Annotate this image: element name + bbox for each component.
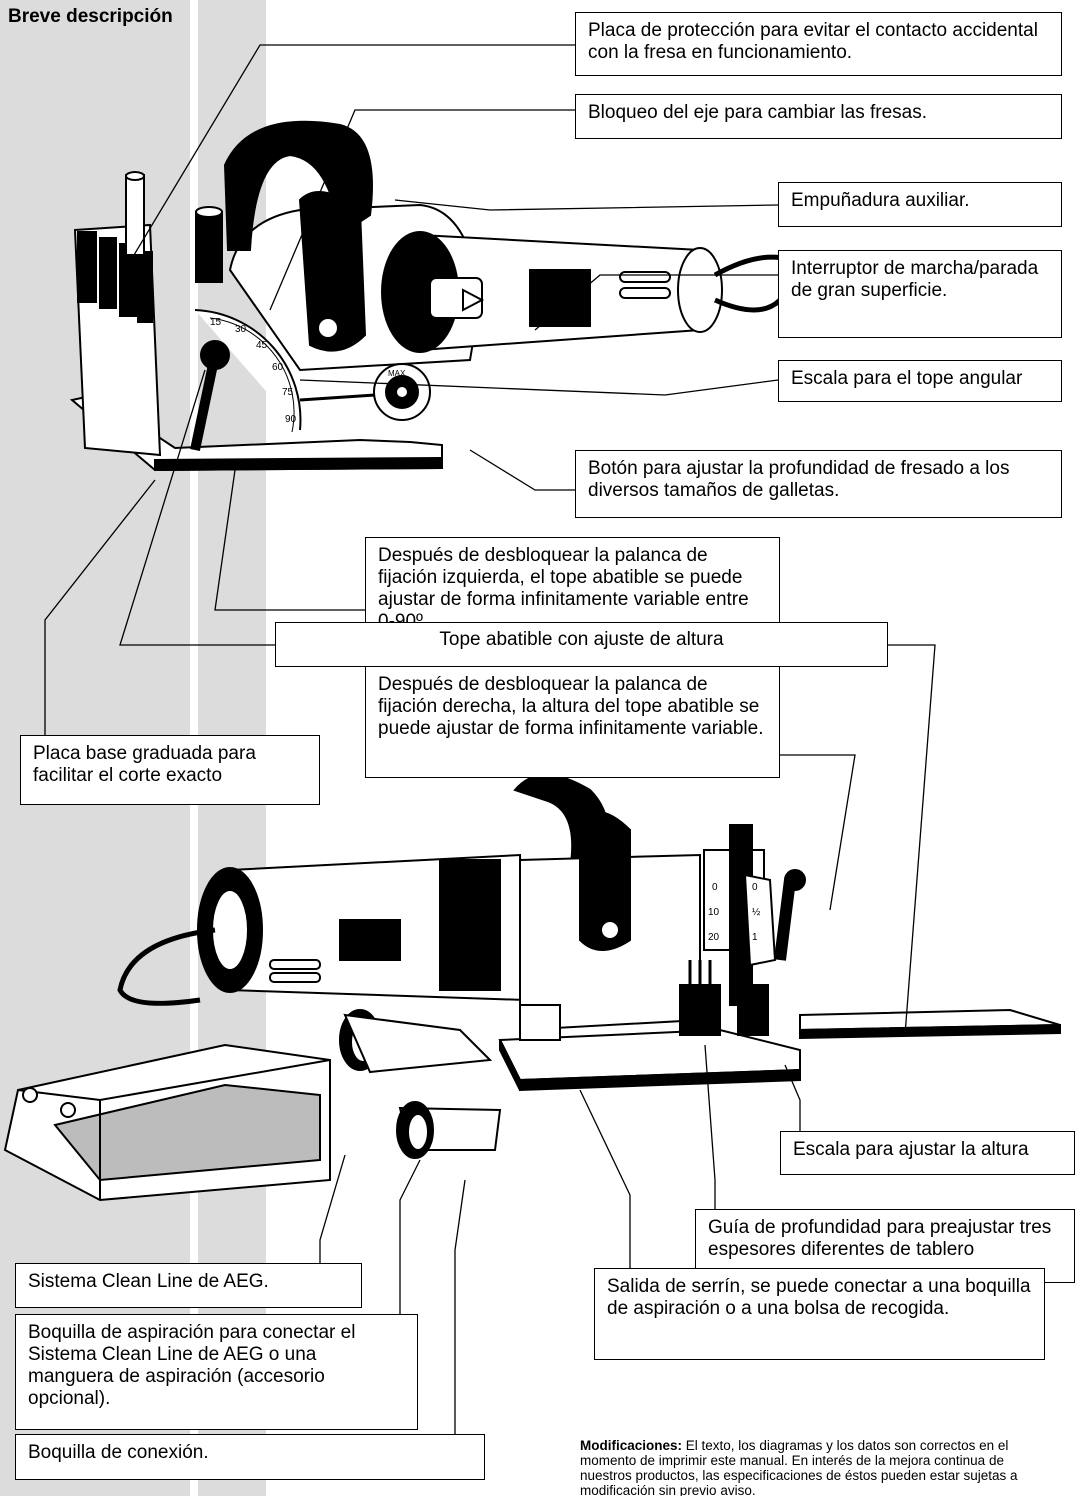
label-boquilla-conexion: Boquilla de conexión. [15, 1434, 485, 1480]
label-empunadura: Empuñadura auxiliar. [778, 182, 1062, 227]
label-bloqueo-eje: Bloqueo del eje para cambiar las fresas. [575, 94, 1062, 139]
angle-mark-75: 75 [282, 387, 294, 398]
label-salida-serrin: Salida de serrín, se puede conectar a un… [594, 1268, 1045, 1360]
angle-mark-90: 90 [285, 414, 297, 425]
label-tope-abatible: Tope abatible con ajuste de altura [275, 622, 888, 667]
height-frac-1: 1 [752, 932, 758, 943]
height-mark-0: 0 [712, 882, 718, 893]
label-placa-proteccion: Placa de protección para evitar el conta… [575, 12, 1062, 76]
label-boquilla-aspiracion: Boquilla de aspiración para conectar el … [15, 1314, 418, 1430]
label-palanca-derecha: Después de desbloquear la palanca de fij… [365, 666, 780, 778]
footnote: Modificaciones: El texto, los diagramas … [580, 1438, 1058, 1496]
page-title: Breve descripción [8, 6, 173, 27]
height-mark-20: 20 [708, 932, 720, 943]
angle-mark-30: 30 [235, 324, 247, 335]
label-escala-altura: Escala para ajustar la altura [780, 1131, 1075, 1175]
footnote-text: El texto, los diagramas y los datos son … [580, 1438, 1018, 1496]
angle-mark-45: 45 [256, 340, 268, 351]
bottom-machine-drawing [3, 774, 1061, 1202]
top-machine-drawing [69, 120, 1051, 472]
height-frac-half: ½ [752, 907, 761, 918]
label-escala-tope: Escala para el tope angular [778, 360, 1062, 402]
dial-max-mark: MAX [388, 369, 406, 378]
height-mark-10: 10 [708, 907, 720, 918]
label-palanca-izquierda: Después de desbloquear la palanca de fij… [365, 537, 780, 623]
label-placa-base: Placa base graduada para facilitar el co… [20, 735, 320, 805]
height-frac-0: 0 [752, 882, 758, 893]
label-interruptor: Interruptor de marcha/parada de gran sup… [778, 250, 1062, 338]
label-clean-line: Sistema Clean Line de AEG. [15, 1263, 362, 1308]
angle-mark-60: 60 [272, 362, 284, 373]
angle-mark-15: 15 [210, 317, 222, 328]
label-boton-profundidad: Botón para ajustar la profundidad de fre… [575, 450, 1062, 518]
footnote-heading: Modificaciones: [580, 1438, 683, 1453]
leader-lines [44, 44, 936, 1435]
